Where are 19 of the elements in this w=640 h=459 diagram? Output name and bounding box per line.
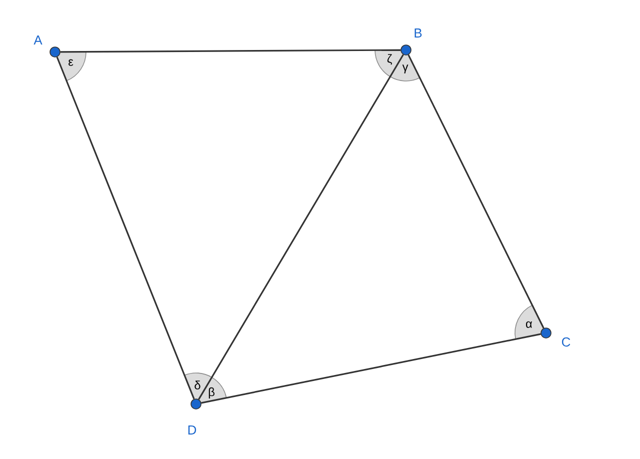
point-label: C xyxy=(562,337,570,347)
point-label: A xyxy=(34,36,42,44)
angle-label: β xyxy=(208,387,214,399)
line-segment xyxy=(201,333,541,404)
point xyxy=(400,44,412,56)
angle-label: γ xyxy=(402,64,408,74)
point xyxy=(540,328,552,338)
angle-label: α xyxy=(526,321,532,328)
angle-label: δ xyxy=(194,380,200,390)
point xyxy=(190,398,202,410)
line-segment xyxy=(198,54,404,400)
line-segment xyxy=(408,54,544,328)
point xyxy=(50,46,60,58)
point-label: D xyxy=(188,426,196,434)
line-segment xyxy=(60,49,401,53)
angle-label: ζ xyxy=(387,54,392,65)
angle-label: ε xyxy=(68,59,74,66)
point-label: B xyxy=(414,28,422,38)
line-segment xyxy=(56,56,195,400)
